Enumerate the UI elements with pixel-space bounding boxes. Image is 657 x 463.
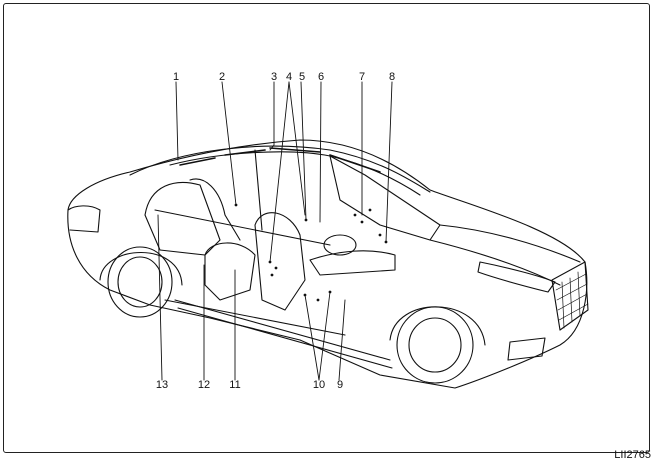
curtain-airbag-marks [179,147,381,173]
front-grille [551,261,589,331]
driver-seat [254,212,306,311]
b-pillar [254,149,263,231]
rear-wheel-rim [117,256,163,308]
front-wheel-rim [408,317,462,373]
passenger-seat [204,242,256,301]
rear-wheel [107,246,173,318]
callout-13: 13 [155,379,169,391]
rear-wheel-arch [99,252,183,286]
callout-7: 7 [358,71,366,83]
callout-6: 6 [317,71,325,83]
rear-end [67,205,101,233]
roof-line [129,145,431,193]
callout-12: 12 [197,379,211,391]
callout-4: 4 [285,71,293,83]
roof-rail [169,151,421,196]
front-wheel-arch [389,306,486,346]
callout-2: 2 [218,71,226,83]
callout-1: 1 [172,71,180,83]
dashboard [309,250,396,276]
figure-frame [3,3,650,453]
callout-3: 3 [270,71,278,83]
callout-5: 5 [298,71,306,83]
rear-seat [144,182,221,256]
steering-wheel [323,234,357,256]
headlight [477,261,556,293]
callout-8: 8 [388,71,396,83]
callout-10: 10 [312,379,326,391]
figure-id-label: LII2765 [614,449,651,461]
fog-lamp [507,337,546,361]
hood [429,224,581,286]
rocker-panel [174,299,393,369]
rear-seat-back [189,178,241,241]
grille-mesh [555,271,589,329]
callout-9: 9 [336,379,344,391]
callout-11: 11 [229,379,241,391]
leader-lines [157,81,393,381]
door-frame [154,209,346,336]
windshield [329,155,441,241]
